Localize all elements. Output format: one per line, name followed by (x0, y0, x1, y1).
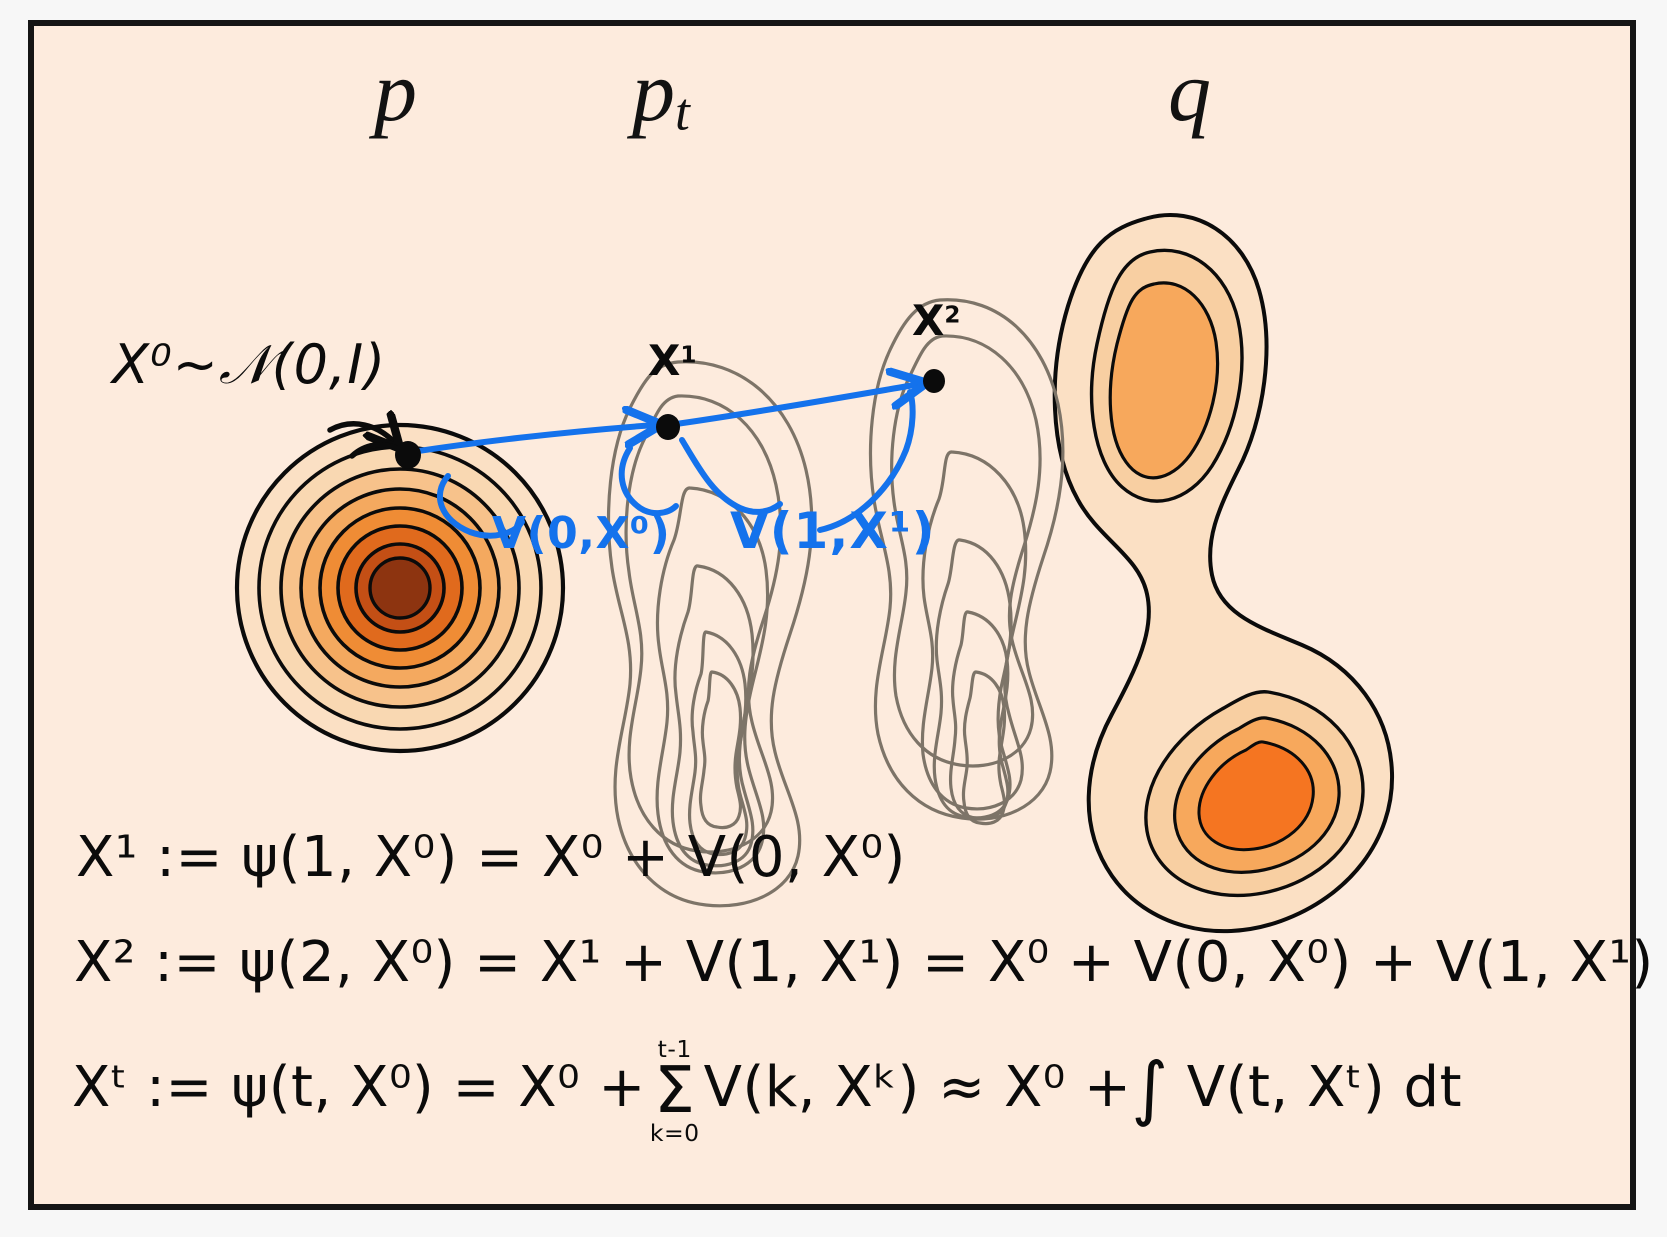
equation-xt-sum-body: V(k, Xᵏ) (703, 1055, 920, 1121)
sample-dot-x2 (923, 369, 945, 393)
flow-arrow-x0-x1 (409, 425, 655, 455)
velocity-pointer-v1 (679, 437, 783, 515)
velocity-pointer-v0 (437, 473, 525, 539)
sum-upper-limit: t-1 (657, 1035, 692, 1063)
column-header-p: p (374, 43, 417, 139)
flow-arrows (409, 384, 920, 455)
contour-plot-q (1052, 212, 1395, 934)
column-header-q: q (1168, 43, 1211, 139)
contour-plot-pt-2 (868, 298, 1065, 826)
contour-plot-p (234, 422, 566, 754)
flow-arrow-x1-x2 (673, 384, 920, 427)
source-note-arrow (327, 424, 396, 459)
equation-x1: X¹ := ψ(1, X⁰) = X⁰ + V(0, X⁰) (76, 825, 906, 890)
velocity-label-v1: V(1,X¹) (730, 502, 936, 560)
equation-xt-approx: ≈ (938, 1055, 986, 1121)
equation-xt-integrand: V(t, Xᵗ) dt (1186, 1055, 1463, 1121)
column-header-pt: pt (632, 43, 690, 142)
equation-x2: X² := ψ(2, X⁰) = X¹ + V(1, X¹) = X⁰ + V(… (74, 930, 1654, 995)
point-label-x1: X1 (648, 336, 697, 385)
velocity-label-v0: V(0,X⁰) (492, 508, 671, 559)
source-distribution-note: X⁰~𝒩(0,I) (112, 333, 387, 396)
equation-xt-lhs: Xᵗ := ψ(t, X⁰) = X⁰ + (72, 1055, 646, 1121)
sample-dot-x1 (656, 414, 680, 440)
equation-xt-rhs: X⁰ + (1003, 1055, 1132, 1121)
velocity-pointer-x1 (618, 445, 679, 516)
sample-dot-x0 (395, 441, 421, 469)
contour-plot-pt-1 (606, 360, 814, 908)
point-label-x2: X2 (912, 296, 961, 345)
integral-icon: ∫ (1131, 1046, 1169, 1129)
velocity-pointer-x2 (817, 389, 916, 533)
sigma-icon: Σ (654, 1053, 696, 1129)
sum-lower-limit: k=0 (649, 1118, 700, 1147)
